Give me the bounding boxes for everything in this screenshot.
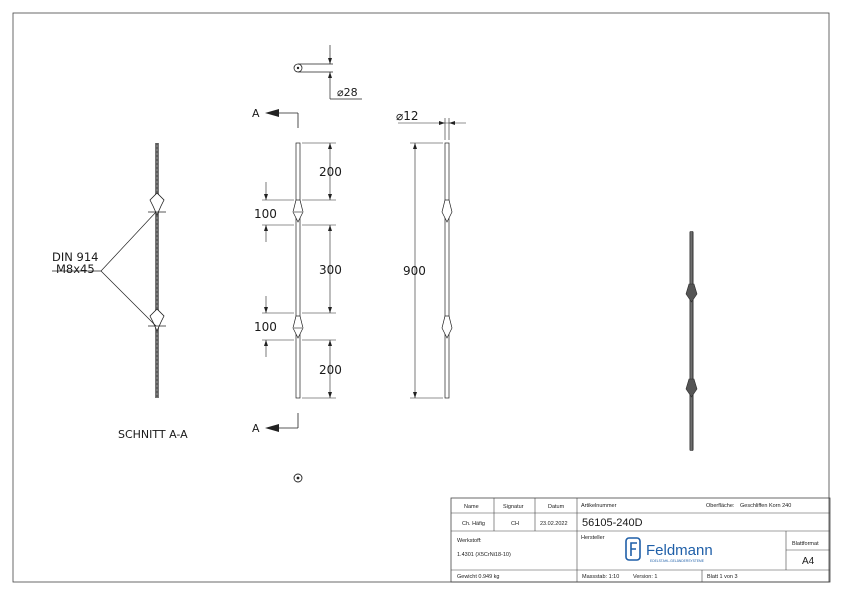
dim-gap1: 100 bbox=[254, 207, 277, 221]
feldmann-logo bbox=[625, 537, 641, 561]
diameter-side-label: ⌀12 bbox=[396, 109, 419, 123]
tb-version: Version: 1 bbox=[633, 574, 657, 580]
tb-surface-label: Oberfläche: bbox=[706, 503, 735, 509]
tb-material-label: Werkstoff: bbox=[457, 538, 482, 544]
dim-top: 200 bbox=[319, 165, 342, 179]
tb-drafter-signature: CH bbox=[511, 521, 519, 527]
fastener-leader bbox=[52, 211, 157, 327]
title-block bbox=[450, 497, 831, 583]
tb-drafter-date: 23.02.2022 bbox=[540, 521, 568, 527]
tb-article-label: Artikelnummer bbox=[581, 503, 617, 509]
tb-format-value: A4 bbox=[802, 556, 815, 567]
tb-weight: Gewicht 0.949 kg bbox=[457, 574, 500, 580]
tb-format-label: Blattformat bbox=[792, 541, 819, 547]
dim-middle: 300 bbox=[319, 263, 342, 277]
tb-logo-tagline: EDELSTAHL-GELÄNDERSYSTEME bbox=[650, 559, 705, 563]
section-mark-top: A bbox=[252, 107, 260, 120]
tb-surface-value: Geschliffen Korn 240 bbox=[740, 503, 791, 509]
fastener-label-line1: DIN 914 bbox=[52, 250, 98, 264]
dim-overall: 900 bbox=[403, 264, 426, 278]
tb-manufacturer-label: Hersteller bbox=[581, 535, 605, 541]
section-view bbox=[148, 143, 166, 398]
projection-symbol-dot bbox=[296, 476, 300, 480]
tb-sheet-number: Blatt 1 von 3 bbox=[707, 574, 738, 580]
tb-header-date: Datum bbox=[548, 504, 565, 510]
tb-header-name: Name bbox=[464, 504, 479, 510]
diameter-top-label: ⌀28 bbox=[337, 86, 358, 99]
section-arrow-bottom bbox=[265, 413, 299, 432]
side-view-baluster bbox=[398, 118, 466, 399]
tb-header-signature: Signatur bbox=[503, 504, 524, 510]
dim-gap2: 100 bbox=[254, 320, 277, 334]
sheet-border bbox=[12, 12, 830, 583]
fastener-label-line2: M8x45 bbox=[56, 262, 95, 276]
section-mark-bottom: A bbox=[252, 422, 260, 435]
front-view-baluster bbox=[292, 142, 304, 399]
top-view bbox=[293, 45, 362, 100]
dimension-chain bbox=[262, 142, 336, 399]
tb-material-value: 1.4301 (X5CrNi18-10) bbox=[457, 552, 511, 558]
tb-scale: Massstab: 1:10 bbox=[582, 574, 619, 580]
iso-view-baluster bbox=[685, 231, 698, 451]
tb-article-number: 56105-240D bbox=[582, 517, 643, 529]
section-label: SCHNITT A-A bbox=[118, 428, 188, 441]
tb-logo-text: Feldmann bbox=[646, 542, 713, 559]
tb-drafter-name: Ch. Häfig bbox=[462, 521, 485, 527]
projection-symbol bbox=[293, 473, 303, 483]
dim-bottom: 200 bbox=[319, 363, 342, 377]
section-arrow-top bbox=[265, 109, 299, 128]
